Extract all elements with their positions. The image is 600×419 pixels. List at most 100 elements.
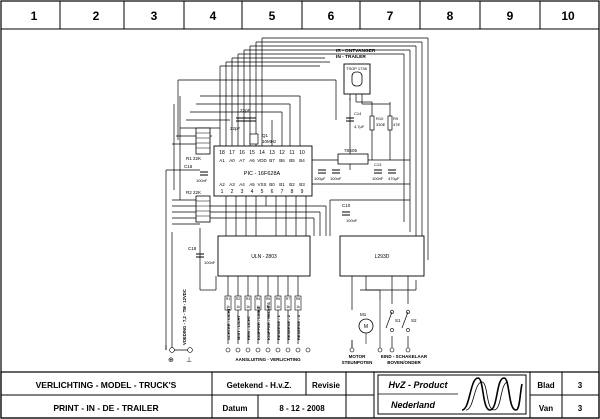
motor-label-line1: MOTOR [349, 354, 366, 359]
svg-text:R1 22K: R1 22K [186, 156, 201, 161]
svg-text:78S05: 78S05 [344, 148, 358, 153]
svg-text:Q1: Q1 [262, 133, 269, 138]
svg-text:12: 12 [279, 150, 285, 156]
svg-text:1k: 1k [296, 305, 300, 309]
svg-text:16: 16 [239, 150, 245, 156]
pic-top-pin-names: A1 A0 A7 A6 VDD B7 B6 B5 B4 [219, 158, 305, 163]
svg-text:A0: A0 [229, 158, 235, 163]
ir-title-line1: IR - ONTVANGER [336, 48, 376, 54]
column-header: 1 2 3 4 5 6 7 8 9 10 [0, 0, 600, 30]
column-label-3: 3 [151, 9, 158, 23]
svg-text:15: 15 [249, 150, 255, 156]
column-label-6: 6 [328, 9, 335, 23]
svg-text:7: 7 [281, 189, 284, 195]
switch-s1: S1 [385, 310, 401, 353]
svg-text:100nF: 100nF [372, 176, 384, 181]
ir-filter-components: C14 4,7µF R10 330E R9 47E [346, 111, 400, 131]
svg-text:100nF: 100nF [330, 176, 342, 181]
motor-m1: M M1 [349, 300, 383, 353]
svg-text:C16: C16 [184, 164, 193, 169]
svg-text:C10: C10 [342, 203, 351, 208]
svg-text:VSS: VSS [257, 182, 266, 187]
svg-text:10: 10 [299, 150, 305, 156]
pic-label: PIC - 16F628A [244, 171, 281, 177]
svg-text:100nF: 100nF [196, 178, 208, 183]
svg-text:B0: B0 [269, 182, 275, 187]
terminal-row-supply [169, 347, 193, 353]
svg-text:17: 17 [229, 150, 235, 156]
svg-text:5: 5 [261, 189, 264, 195]
svg-text:C18: C18 [188, 246, 197, 251]
column-label-5: 5 [269, 9, 276, 23]
revision-label: Revisie [312, 381, 341, 390]
ir-receiver: IR - ONTVANGER IN - TRAILER TSOP 1736 [336, 48, 376, 95]
sheet-label: Blad [537, 381, 554, 390]
output-label-3: REM - LICHT [246, 315, 251, 340]
svg-text:TSOP 1736: TSOP 1736 [346, 66, 368, 71]
capacitor-22pf-right: 22pF [240, 108, 256, 122]
svg-text:R5: R5 [266, 297, 270, 301]
regulator-capacitors: 100µF 100nF C13 100nF 470µF [314, 162, 400, 181]
output-label-1: ACHTER - LICHT [226, 307, 231, 340]
svg-text:1k: 1k [246, 305, 250, 309]
svg-text:A4: A4 [239, 182, 245, 187]
title-line2: PRINT - IN - DE - TRAILER [53, 403, 158, 413]
column-label-4: 4 [210, 9, 217, 23]
drawn-by: Getekend - H.v.Z. [227, 381, 292, 390]
svg-text:R7: R7 [286, 297, 290, 301]
resistor-network-r2: R2 22K [186, 190, 211, 223]
svg-text:100µF: 100µF [314, 176, 326, 181]
pic-bottom-pin-numbers: 1 2 3 4 5 6 7 8 9 [221, 189, 304, 195]
output-resistors: R1 R2 R3 R4 R5 R6 R7 R8 1k 1k 1k 1k 1k 1… [224, 295, 302, 311]
of-value: 3 [578, 404, 583, 413]
svg-text:1k: 1k [226, 305, 230, 309]
wiring [165, 37, 429, 351]
svg-text:9: 9 [301, 189, 304, 195]
svg-text:13: 13 [269, 150, 275, 156]
svg-text:C13: C13 [374, 162, 382, 167]
svg-text:22pF: 22pF [230, 126, 241, 131]
capacitor-c18: C18 100nF [188, 246, 216, 265]
switch-s2: S2 [401, 310, 417, 353]
svg-text:1k: 1k [266, 305, 270, 309]
ir-title-line2: IN - TRAILER [336, 54, 366, 60]
title-block [0, 371, 600, 419]
output-label-7: RESERVE - 2 [286, 314, 291, 340]
svg-text:47E: 47E [393, 122, 400, 127]
crystal-q1: Q1 10MHz [249, 133, 277, 145]
svg-text:R2: R2 [236, 297, 240, 301]
supply-ground-icon: ⊥ [186, 357, 192, 364]
svg-text:R1: R1 [226, 297, 230, 301]
svg-text:11: 11 [289, 150, 294, 156]
svg-text:R4: R4 [256, 297, 260, 301]
svg-text:1: 1 [221, 189, 224, 195]
svg-text:1k: 1k [286, 305, 290, 309]
svg-text:B3: B3 [299, 182, 305, 187]
svg-text:R3: R3 [246, 297, 250, 301]
svg-text:A1: A1 [219, 158, 225, 163]
svg-text:1k: 1k [276, 305, 280, 309]
svg-text:10MHz: 10MHz [262, 139, 277, 144]
ic-uln2803: ULN - 2803 [217, 235, 311, 277]
date-value: 8 - 12 - 2008 [279, 404, 325, 413]
svg-text:B5: B5 [289, 158, 295, 163]
switch-label-line1: EIND - SCHAKELAAR [381, 354, 428, 359]
logo-wave-icon [461, 377, 523, 411]
output-label-6: RESERVE - 1 [276, 314, 281, 340]
svg-text:330E: 330E [376, 122, 386, 127]
svg-text:A2: A2 [219, 182, 225, 187]
output-label-8: RESERVE - 3 [296, 314, 301, 340]
svg-text:A7: A7 [239, 158, 245, 163]
svg-text:R2 22K: R2 22K [186, 190, 201, 195]
svg-text:2: 2 [231, 189, 234, 195]
output-label-4: KNIPPER - LINKS [256, 306, 261, 340]
svg-text:3: 3 [241, 189, 244, 195]
company-line2: Nederland [391, 400, 436, 410]
svg-text:S2: S2 [411, 318, 417, 323]
column-label-8: 8 [447, 9, 454, 23]
svg-text:C14: C14 [354, 111, 362, 116]
svg-text:1k: 1k [256, 305, 260, 309]
svg-text:B2: B2 [289, 182, 295, 187]
svg-text:S1: S1 [395, 318, 401, 323]
